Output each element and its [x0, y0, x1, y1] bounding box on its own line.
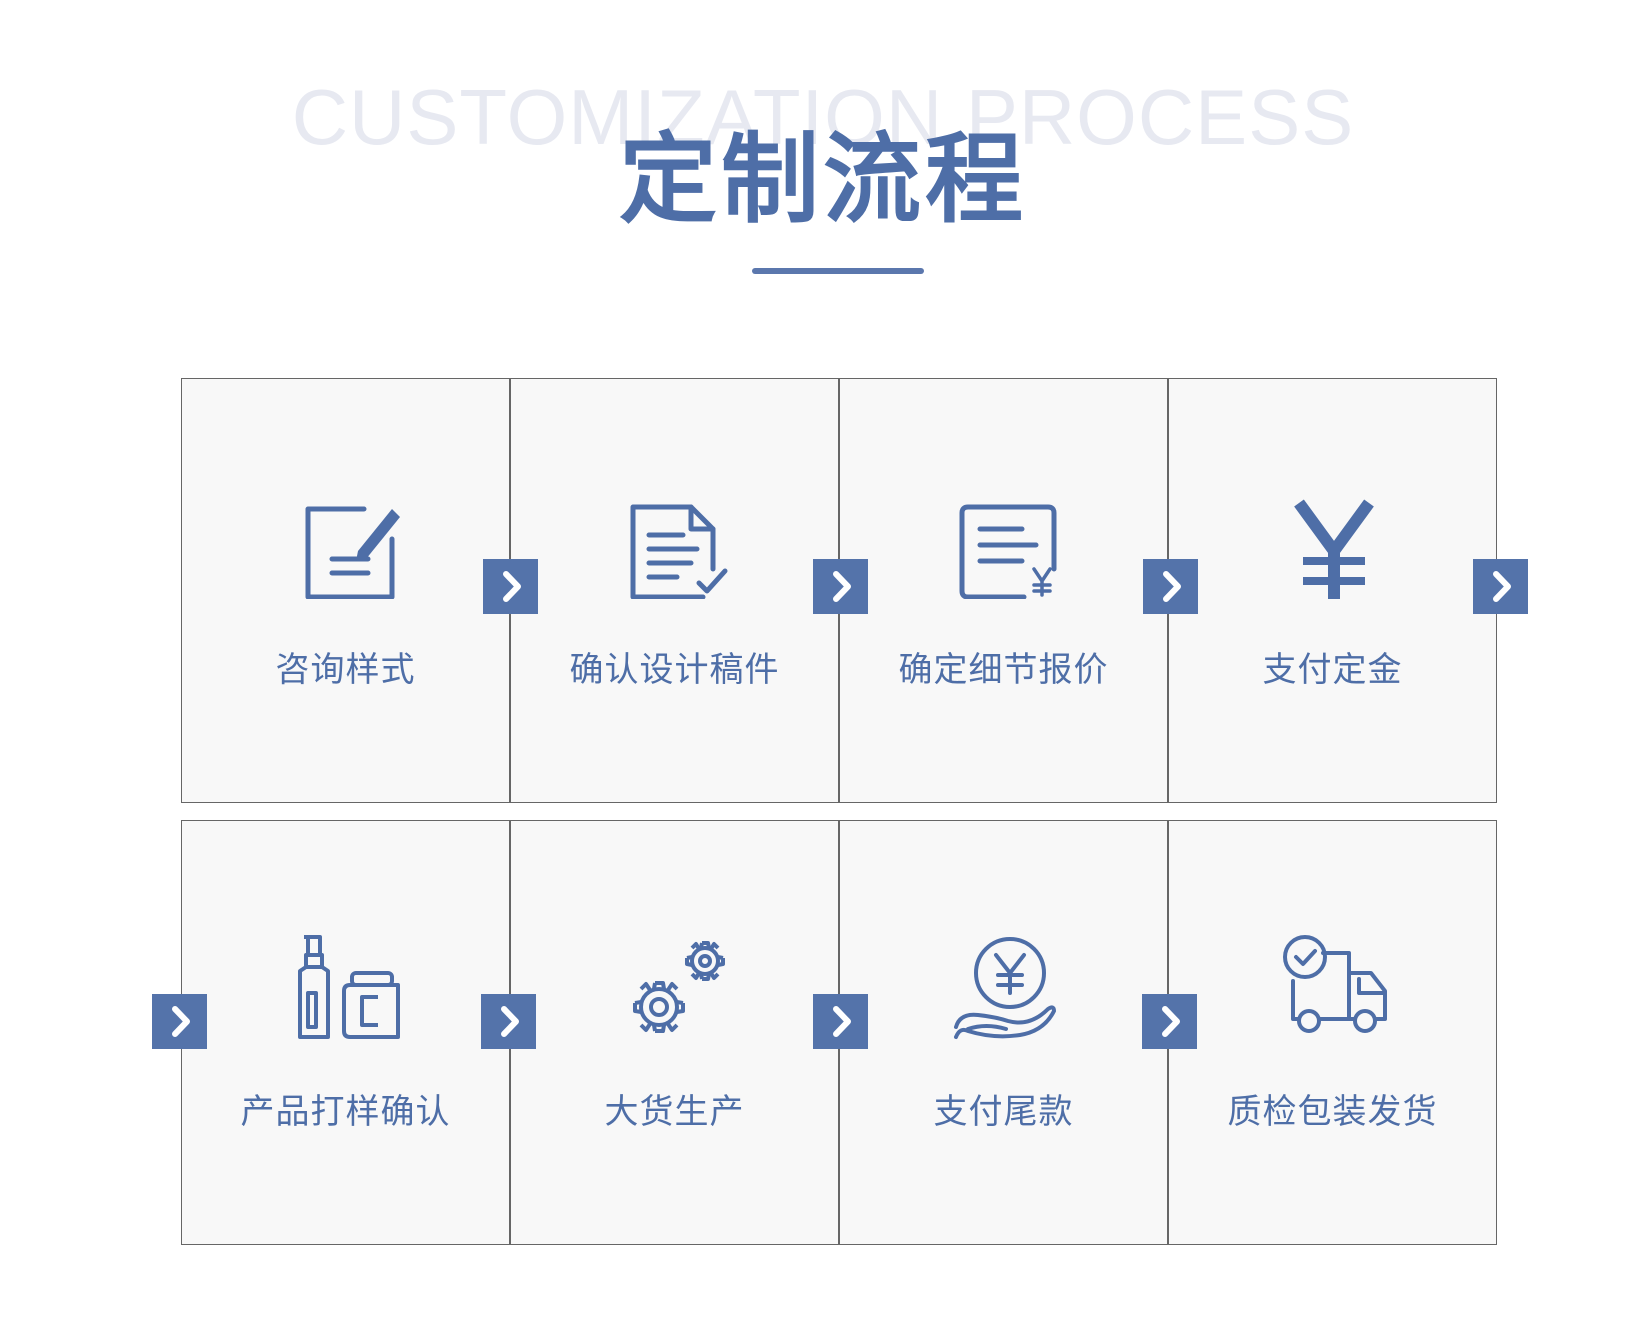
- document-check-icon: [621, 489, 731, 600]
- step-label: 咨询样式: [275, 650, 416, 690]
- step-card-5: 产品打样确认: [181, 820, 510, 1245]
- step-card-4: 支付定金: [1168, 378, 1497, 803]
- page-title: 定制流程: [618, 123, 1027, 237]
- quote-document-icon: [950, 489, 1060, 600]
- yen-icon: [1279, 489, 1389, 601]
- bottle-jar-icon: [292, 931, 402, 1041]
- step-card-8: 质检包装发货: [1168, 820, 1497, 1245]
- step-label: 产品打样确认: [240, 1092, 451, 1132]
- chevron-right-icon: [152, 994, 207, 1049]
- step-label: 质检包装发货: [1227, 1092, 1438, 1132]
- chevron-right-icon: [483, 559, 538, 614]
- step-label: 支付定金: [1262, 650, 1403, 690]
- delivery-truck-icon: [1279, 931, 1389, 1041]
- yen-hand-icon: [950, 931, 1060, 1041]
- chevron-right-icon: [1473, 559, 1528, 614]
- step-card-3: 确定细节报价: [839, 378, 1168, 803]
- step-card-2: 确认设计稿件: [510, 378, 839, 803]
- edit-document-icon: [292, 489, 402, 600]
- step-label: 确认设计稿件: [569, 650, 780, 690]
- chevron-right-icon: [1143, 559, 1198, 614]
- background-title-en: CUSTOMIZATION PROCESS: [291, 73, 1355, 161]
- step-label: 支付尾款: [933, 1092, 1074, 1132]
- chevron-right-icon: [481, 994, 536, 1049]
- step-card-6: 大货生产: [510, 820, 839, 1245]
- title-underline: [752, 268, 924, 274]
- chevron-right-icon: [813, 994, 868, 1049]
- step-label: 确定细节报价: [898, 650, 1109, 690]
- step-label: 大货生产: [604, 1092, 745, 1132]
- chevron-right-icon: [813, 559, 868, 614]
- step-card-1: 咨询样式: [181, 378, 510, 803]
- step-card-7: 支付尾款: [839, 820, 1168, 1245]
- gears-icon: [621, 931, 731, 1041]
- chevron-right-icon: [1142, 994, 1197, 1049]
